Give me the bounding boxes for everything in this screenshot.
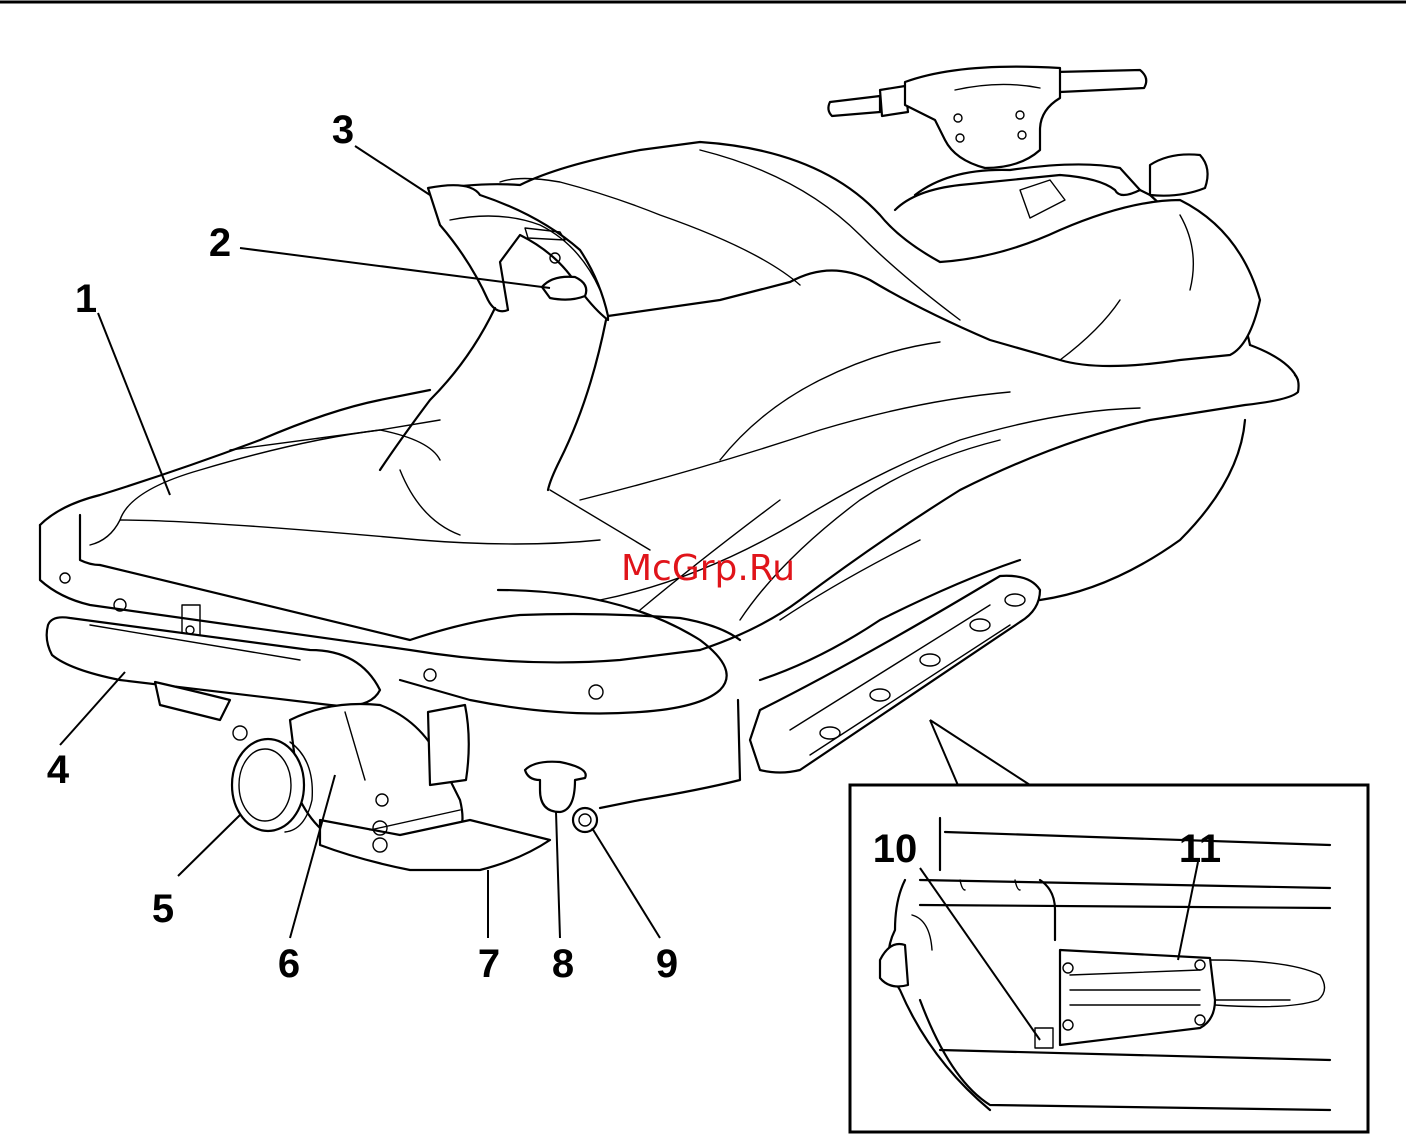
callout-9: 9 [656, 942, 678, 986]
callout-1: 1 [75, 277, 97, 321]
callout-5: 5 [152, 887, 174, 931]
callout-4: 4 [47, 748, 70, 792]
watermark: McGrp.Ru [621, 548, 795, 589]
watercraft-illustration [40, 67, 1299, 870]
callout-8: 8 [552, 942, 574, 986]
jet-pump-area [155, 682, 550, 870]
callout-6: 6 [278, 942, 300, 986]
callout-2: 2 [209, 221, 231, 265]
handlebar [828, 67, 1146, 168]
callout-10: 10 [873, 827, 918, 871]
callout-3: 3 [332, 108, 354, 152]
stern-eye [525, 762, 586, 812]
callout-11: 11 [1179, 827, 1221, 871]
reboarding-step [47, 617, 380, 706]
detail-inset [850, 785, 1368, 1132]
callout-7: 7 [478, 942, 500, 986]
right-mirror [1150, 154, 1208, 195]
